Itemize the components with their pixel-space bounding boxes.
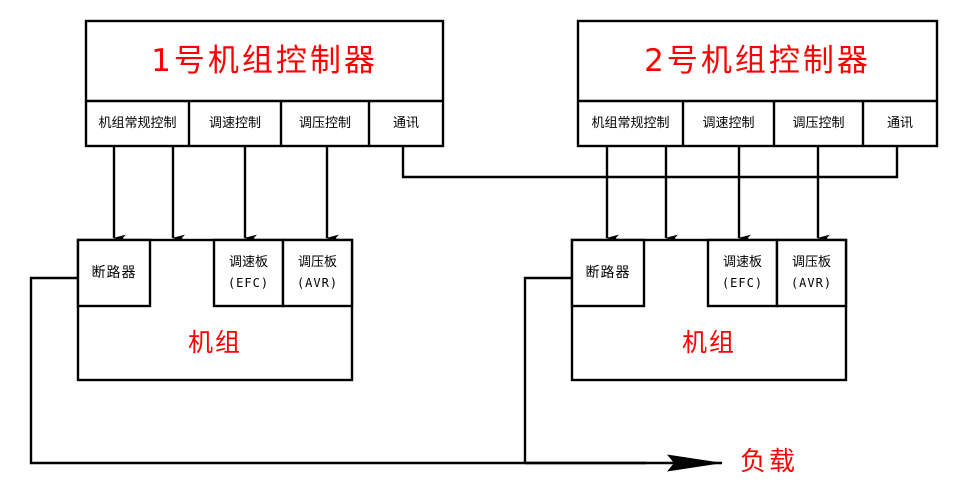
unit-1-efc-board-name: 调速板 — [228, 255, 268, 271]
controller-2-title: 2号机组控制器 — [644, 42, 871, 79]
unit-1-avr-board-code: (AVR) — [296, 275, 339, 290]
controller-1-cell-routine-control[interactable]: 机组常规控制 — [98, 115, 177, 131]
unit-2-efc-box — [706, 238, 779, 308]
unit-2-avr-board-code: (AVR) — [790, 275, 833, 290]
load-label: 负载 — [740, 447, 799, 478]
unit-1-avr-board: 调压板 (AVR) — [283, 240, 352, 306]
unit-1-avr-board-name: 调压板 — [297, 255, 337, 271]
unit-2-name-label: 机组 — [681, 327, 736, 357]
unit-1-breaker-box — [76, 238, 152, 308]
controller-2-cell-communication[interactable]: 通讯 — [886, 115, 913, 131]
unit-2-breaker-box — [570, 238, 646, 308]
controller-1-box — [84, 19, 445, 148]
controller-2-cell-routine-control[interactable]: 机组常规控制 — [591, 115, 670, 131]
unit-2-breaker-label: 断路器 — [585, 264, 631, 281]
unit-2-efc-board-code: (EFC) — [721, 275, 764, 290]
unit-2-avr-board: 调压板 (AVR) — [777, 240, 846, 306]
unit-1-efc-board: 调速板 (EFC) — [214, 240, 283, 306]
unit-1-breaker-label: 断路器 — [91, 264, 137, 281]
unit-1-power-bus-line — [29, 276, 646, 465]
unit-2-efc-board-name: 调速板 — [722, 255, 762, 271]
controller-1-title: 1号机组控制器 — [151, 42, 378, 79]
controller-1-cell-voltage-control[interactable]: 调压控制 — [298, 115, 351, 131]
unit-1-avr-box — [281, 238, 354, 308]
controller-1-cell-communication[interactable]: 通讯 — [392, 115, 419, 131]
unit-1-efc-board-code: (EFC) — [227, 275, 270, 290]
unit-2-avr-box — [775, 238, 848, 308]
communication-link-line — [401, 146, 899, 179]
controller-1-cell-speed-control[interactable]: 调速控制 — [208, 115, 261, 131]
unit-2-power-bus-line — [523, 276, 572, 463]
controller-2-cell-speed-control[interactable]: 调速控制 — [702, 115, 755, 131]
controller-2-box — [576, 19, 939, 148]
unit-2-avr-board-name: 调压板 — [791, 255, 831, 271]
controller-2-cell-voltage-control[interactable]: 调压控制 — [792, 115, 845, 131]
unit-1-name-label: 机组 — [187, 327, 242, 357]
unit-2-efc-board: 调速板 (EFC) — [708, 240, 777, 306]
